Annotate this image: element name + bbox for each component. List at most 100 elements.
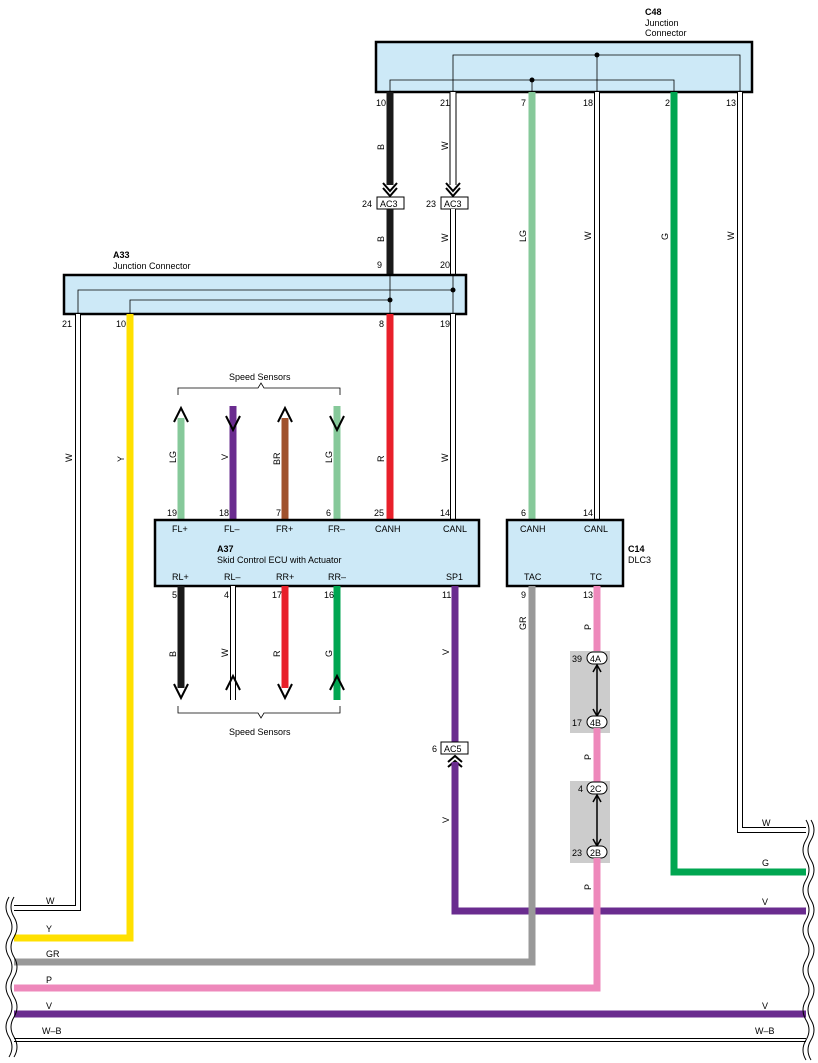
speed-sensors-top: Speed Sensors LG V BR LG (168, 372, 345, 520)
wire-label: 10 (116, 319, 126, 329)
wire-label: GR (518, 616, 528, 630)
wire-label: 21 (62, 319, 72, 329)
wire-label: 19 (167, 508, 177, 518)
wire-label: 4A (590, 654, 601, 664)
wire-label: SP1 (446, 572, 463, 582)
wire-label: CANH (520, 524, 546, 534)
bottom-buses: W Y GR P V W–B V W–B (5, 819, 815, 1061)
wire-label: FR– (328, 524, 345, 534)
wire-label: FR+ (276, 524, 293, 534)
wire-line (592, 793, 602, 803)
wire-label: AC3 (380, 199, 398, 209)
c48-desc1: Junction (645, 18, 679, 28)
wire-line (277, 405, 293, 423)
wire-label: V (220, 454, 230, 460)
sp1-wire: V AC5 6 V V (432, 586, 806, 915)
wire-line (447, 759, 463, 768)
wire-label: W (440, 141, 450, 150)
wire-line (173, 683, 189, 701)
wire-line (10, 896, 18, 1058)
wire-line (225, 673, 241, 691)
wire-label: 18 (219, 508, 229, 518)
wire-label: B (376, 236, 386, 242)
wire-line (382, 182, 398, 193)
wire-line (177, 706, 341, 719)
wire-label: V (762, 897, 768, 907)
wire-line (77, 275, 454, 314)
wire-label: 11 (442, 590, 451, 600)
wire-label: 17 (572, 718, 582, 728)
wire-label: 7 (521, 98, 526, 108)
wire-label: 4 (224, 590, 229, 600)
wire-label: 13 (726, 98, 736, 108)
wire-label: 9 (521, 590, 526, 600)
wire-label: G (762, 858, 769, 868)
connector-shape (440, 741, 469, 755)
wire-line (14, 314, 81, 911)
splice-dot (529, 77, 535, 83)
wire-label: RR– (328, 572, 346, 582)
splice-dot (594, 52, 600, 58)
tc-wire: P 4A 39 4B 17 P 2C 4 2B 23 P (14, 586, 610, 992)
wire-label: 5 (172, 590, 177, 600)
wire-label: W (440, 453, 450, 462)
wire-line (445, 187, 461, 198)
wire-label: 23 (572, 848, 582, 858)
wire-line (382, 187, 398, 198)
wire-label: 9 (377, 260, 382, 270)
wire-line (592, 663, 602, 673)
wire-line (14, 858, 601, 992)
wire-label: G (660, 233, 670, 240)
wire-label: C14 (628, 544, 645, 554)
ac3-connectors: AC3 24 AC3 23 B W (362, 182, 469, 275)
wire-label: W (64, 453, 74, 462)
wire-label: A33 (113, 250, 130, 260)
wire-label: W (220, 648, 230, 657)
wire-label: 17 (272, 590, 282, 600)
wire-label: 16 (324, 590, 334, 600)
wire-line (329, 415, 345, 433)
wire-label: Speed Sensors (229, 727, 291, 737)
wire-label: 7 (276, 508, 281, 518)
wire-label: W–B (755, 1026, 775, 1036)
wire-label: 6 (432, 744, 437, 754)
wire-label: CANH (375, 524, 401, 534)
wire-line (802, 819, 810, 1061)
wire-line (447, 754, 463, 763)
speed-sensors-bottom: B W R G Speed Sensors (168, 586, 345, 737)
a33-wires: W Y R W (14, 314, 456, 942)
wire-label: 23 (426, 199, 436, 209)
wire-label: 4 (578, 784, 583, 794)
wire-label: AC5 (444, 744, 462, 754)
splice-dot (387, 297, 393, 303)
wire-label: W (583, 231, 593, 240)
wire-label: Y (116, 456, 126, 462)
wire-line (445, 182, 461, 193)
wire-line (129, 275, 391, 314)
wire-line (14, 314, 80, 910)
wire-line (807, 819, 815, 1061)
c48-name: C48 (645, 7, 662, 17)
wire-label: FL– (224, 524, 240, 534)
c48-box (374, 40, 754, 94)
c14-dlc3: C14 DLC3 6 14 CANH CANL TAC TC 9 13 (505, 508, 651, 600)
wire-label: 6 (521, 508, 526, 518)
wire-label: 18 (583, 98, 593, 108)
wire-label: 6 (326, 508, 331, 518)
wire-label: LG (168, 451, 178, 463)
wire-label: RL+ (172, 572, 189, 582)
wire-label: RR+ (276, 572, 294, 582)
wire-label: V (762, 1001, 768, 1011)
wire-label: 24 (362, 199, 372, 209)
wire-label: B (168, 651, 178, 657)
wire-line (177, 382, 341, 395)
wire-label: CANL (584, 524, 608, 534)
wire-line (14, 314, 134, 942)
wire-label: W (726, 231, 736, 240)
wire-line (277, 683, 293, 701)
connector-shape (586, 781, 608, 795)
splice-dot (450, 287, 456, 293)
wire-label: 2 (665, 98, 670, 108)
wire-label: TC (590, 572, 602, 582)
